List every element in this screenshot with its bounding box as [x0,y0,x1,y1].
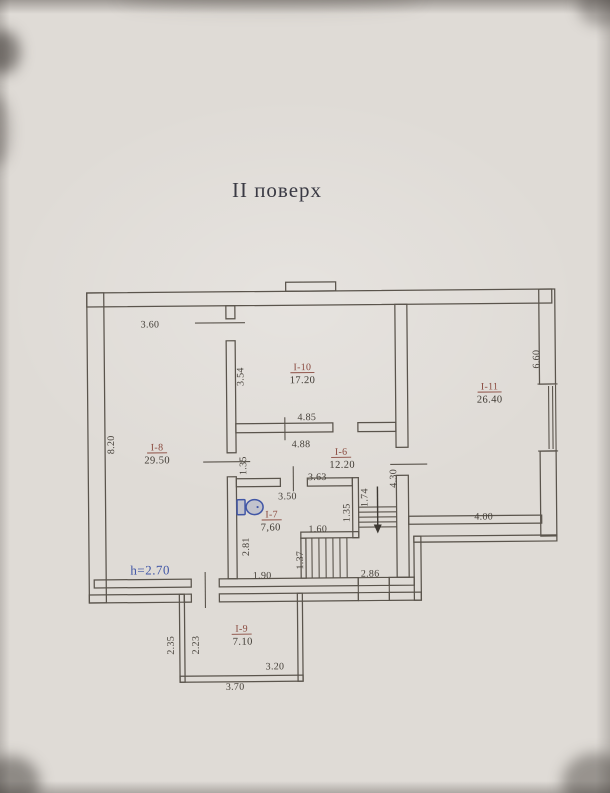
openings [194,322,559,609]
wall-top [86,288,553,308]
dim-label: 3.63 [308,472,327,483]
room-i11-area: 26.40 [477,394,503,405]
wall-c [357,421,397,433]
wall-south [218,577,359,588]
dim-label: 6.60 [531,350,542,369]
wall-a [225,340,237,454]
room-i8-area: 29.50 [144,455,170,466]
dim-label: 8.20 [106,435,117,454]
toilet-icon [236,498,264,516]
wall-step [413,535,423,601]
wall-right-lower [539,450,558,537]
wall-b [395,474,410,578]
stair-treads-lower [311,537,348,579]
page-title: ІІ поверх [232,178,322,202]
room-i10-area: 17.20 [290,375,316,386]
room-i9-area: 7.10 [233,637,253,648]
room-i8-label: І-8 [151,442,164,453]
dim-label: 4.00 [474,511,493,522]
dim-label: 1.60 [308,524,327,535]
dimension-labels: 3.60 8.20 3.54 4.85 4.88 1.35 3.63 3.50 … [106,319,542,693]
dim-label: 4.88 [292,439,311,450]
wall-south-outer [388,591,423,602]
dim-label: 4.30 [388,469,399,488]
room-i6-area: 12.20 [329,460,355,471]
wall-f [300,537,307,579]
room-i9-label: І-9 [235,624,248,635]
room-i6-label: І-6 [335,447,348,458]
wall-south-outer [218,592,360,603]
dim-label: 1.90 [253,570,272,581]
dim-label: 4.85 [297,412,316,423]
wall-south-outer [183,593,193,603]
staircase [311,486,397,579]
dim-label: 1.35 [342,503,353,522]
wall-a [225,305,236,320]
dim-label: 1.74 [359,488,370,507]
ceiling-height-note: h=2.70 [130,562,170,577]
room-i7-area: 7,60 [261,522,281,533]
dim-label: 2.23 [191,636,202,655]
wall-left [86,292,108,604]
dim-label: 3.20 [266,661,285,672]
room-i7-label: І-7 [265,509,278,520]
wall-bottom-right [413,534,558,543]
wall-south [93,578,192,589]
window-icon [537,383,559,452]
dim-label: 3.70 [226,682,245,693]
wall-annex-right [296,592,304,682]
wall-d [235,477,282,488]
wall-south [388,576,415,587]
dim-label: 3.50 [278,491,297,502]
wall-south-outer [88,593,186,604]
wall-a [226,476,238,580]
dim-label: 1.37 [295,551,306,570]
wall-annex-left [178,593,186,683]
window-icon [357,576,390,602]
dim-label: 1.35 [238,456,249,475]
stairs-down-arrow-icon [373,486,382,534]
room-labels: І-8 29.50 І-10 17.20 І-11 26.40 І-6 12.2… [130,362,503,648]
dim-label: 2.35 [166,636,177,655]
room-i11-label: І-11 [481,381,499,392]
dim-label: 3.60 [141,319,160,330]
dim-label: 2.86 [361,568,380,579]
dim-label: 2.81 [241,537,252,556]
wall-b [394,303,409,448]
room-i10-label: І-10 [293,362,311,373]
wall-f [300,531,360,539]
dim-label: 3.54 [235,367,246,386]
wall-top-bump [284,281,337,292]
wall-e [351,477,360,539]
